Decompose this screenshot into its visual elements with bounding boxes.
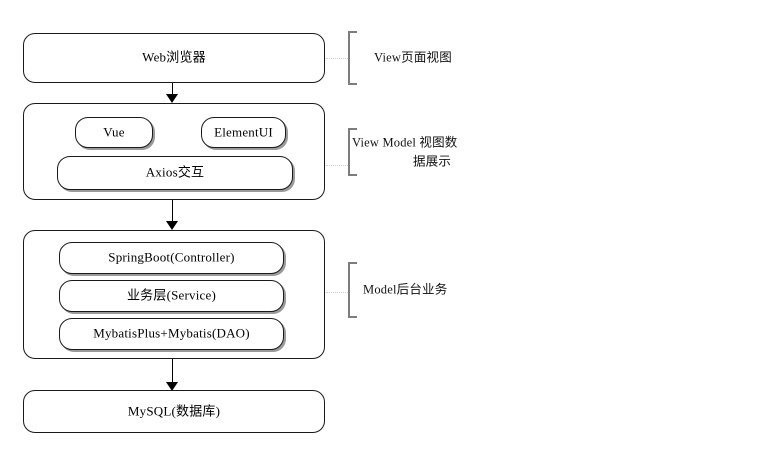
connector-view-model xyxy=(326,165,348,167)
component-service-label: 业务层(Service) xyxy=(126,287,217,303)
annotation-view-model-line1: View Model 视图数 xyxy=(352,135,458,150)
component-dao-box: MybatisPlus+Mybatis(DAO) xyxy=(59,318,284,350)
layer-database-label: MySQL(数据库) xyxy=(127,403,221,419)
component-controller-label: SpringBoot(Controller) xyxy=(108,249,235,265)
component-axios-label: Axios交互 xyxy=(145,164,205,180)
component-service-box: 业务层(Service) xyxy=(59,280,284,312)
layer-view-label: Web浏览器 xyxy=(142,49,206,65)
layer-database-box: MySQL(数据库) xyxy=(23,390,325,433)
component-vue-box: Vue xyxy=(75,117,153,148)
component-element-ui-box: ElementUI xyxy=(201,117,286,148)
annotation-view: View页面视图 xyxy=(348,31,538,85)
bracket-view-model-icon xyxy=(348,128,357,176)
connector-model xyxy=(326,292,348,294)
connector-view xyxy=(326,58,348,60)
layer-model-box: SpringBoot(Controller) 业务层(Service) Myba… xyxy=(23,230,325,359)
bracket-view-icon xyxy=(348,31,357,85)
bracket-model-icon xyxy=(348,262,357,318)
component-dao-label: MybatisPlus+Mybatis(DAO) xyxy=(93,325,250,341)
annotation-view-caption: View页面视图 xyxy=(374,50,452,65)
component-controller-box: SpringBoot(Controller) xyxy=(59,242,284,274)
layer-view-box: Web浏览器 xyxy=(23,33,325,83)
component-axios-box: Axios交互 xyxy=(57,156,293,190)
annotation-model-caption: Model后台业务 xyxy=(363,282,448,297)
arrow-model-to-database-icon xyxy=(166,359,179,391)
annotation-view-model-line2: 据展示 xyxy=(412,154,452,168)
annotation-view-model: View Model 视图数 据展示 xyxy=(348,128,538,176)
component-vue-label: Vue xyxy=(103,124,125,140)
annotation-model: Model后台业务 xyxy=(348,262,538,318)
layer-view-model-box: Vue ElementUI Axios交互 xyxy=(23,103,325,200)
annotation-view-model-caption: View Model 视图数 据展示 xyxy=(352,133,512,171)
arrow-viewmodel-to-model-icon xyxy=(166,200,179,230)
component-element-ui-label: ElementUI xyxy=(214,124,273,140)
arrow-browser-to-viewmodel-icon xyxy=(166,83,179,103)
